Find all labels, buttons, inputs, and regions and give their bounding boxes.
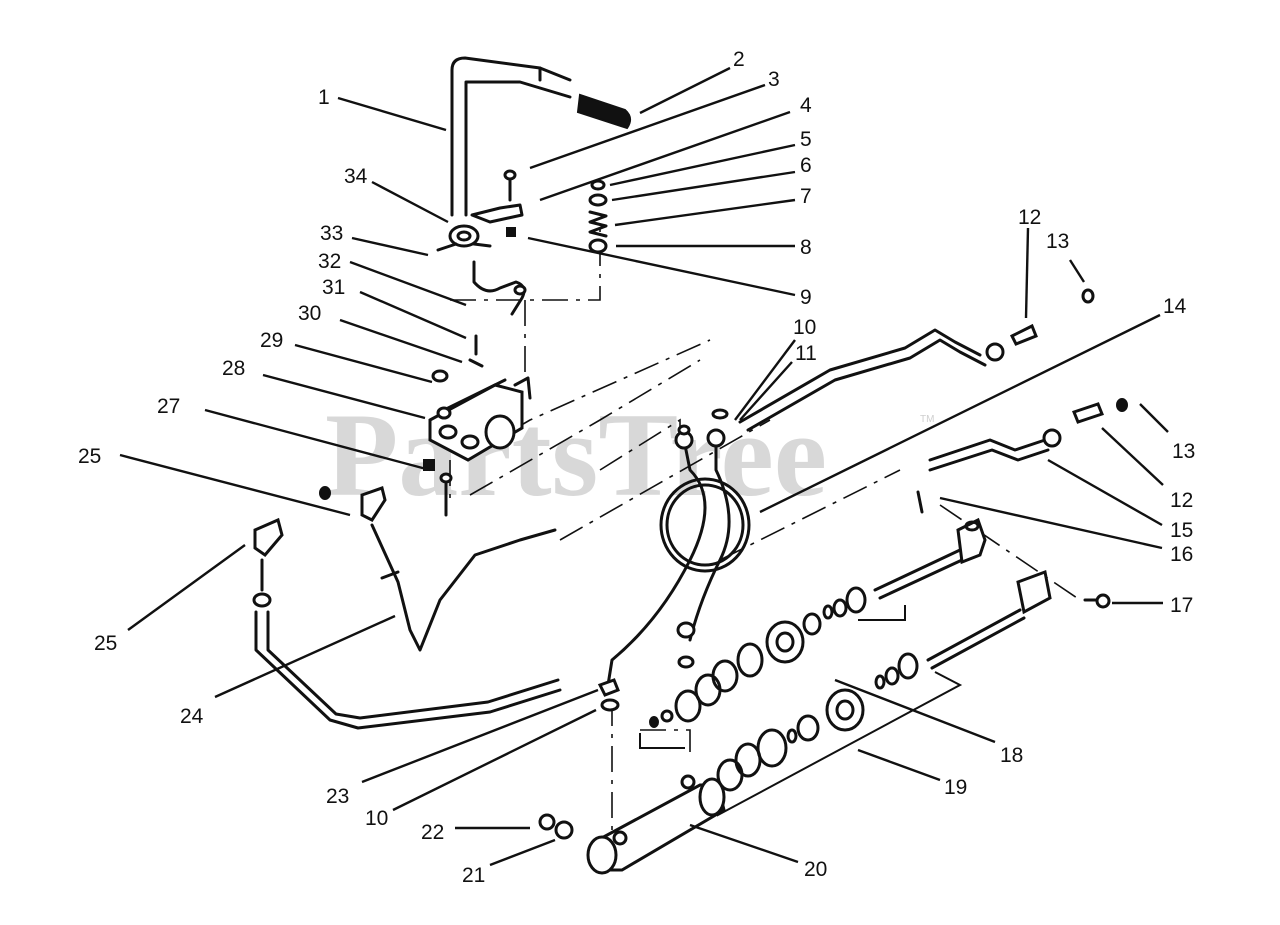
callout-30: 30 <box>298 302 321 325</box>
callout-2: 2 <box>733 48 745 71</box>
valve-fittings <box>319 459 453 522</box>
callout-17: 17 <box>1170 594 1193 617</box>
valve-body <box>428 369 532 462</box>
piston-rods <box>873 517 1052 670</box>
pin-clip <box>916 490 1111 609</box>
callout-13-upper: 13 <box>1046 230 1069 253</box>
callout-14: 14 <box>1163 295 1187 318</box>
seal-kit <box>649 586 919 792</box>
hydraulic-tube-right <box>928 398 1128 472</box>
spring-stack <box>588 179 608 254</box>
callout-11: 11 <box>795 342 817 365</box>
callout-labels: 1 2 3 4 5 6 7 8 9 10 11 12 13 14 13 12 1… <box>78 48 1195 887</box>
callout-9: 9 <box>800 286 812 309</box>
callout-22: 22 <box>421 821 444 844</box>
control-lever <box>450 56 572 217</box>
callout-31: 31 <box>322 276 345 299</box>
callout-13-lower: 13 <box>1172 440 1195 463</box>
callout-12-lower: 12 <box>1170 489 1193 512</box>
callout-10-lower: 10 <box>365 807 388 830</box>
callout-18: 18 <box>1000 744 1023 767</box>
callout-1: 1 <box>318 86 330 109</box>
lever-grip <box>576 93 631 130</box>
callout-5: 5 <box>800 128 812 151</box>
callout-16: 16 <box>1170 543 1193 566</box>
callout-24: 24 <box>180 705 204 728</box>
callout-20: 20 <box>804 858 827 881</box>
callout-33: 33 <box>320 222 343 245</box>
callout-25-lower: 25 <box>94 632 117 655</box>
callout-8: 8 <box>800 236 812 259</box>
callout-21: 21 <box>462 864 485 887</box>
leader-lines <box>119 66 1169 867</box>
hydraulic-hoses <box>597 408 751 712</box>
callout-4: 4 <box>800 94 812 117</box>
callout-3: 3 <box>768 68 780 91</box>
hydraulic-tube-left <box>370 523 557 652</box>
callout-28: 28 <box>222 357 245 380</box>
callout-10-upper: 10 <box>793 316 816 339</box>
hydraulic-tube-upper-right <box>738 288 1095 432</box>
callout-32: 32 <box>318 250 341 273</box>
callout-12-upper: 12 <box>1018 206 1041 229</box>
callout-19: 19 <box>944 776 967 799</box>
callout-25-upper: 25 <box>78 445 101 468</box>
watermark-trademark: TM <box>920 414 934 425</box>
callout-29: 29 <box>260 329 283 352</box>
callout-27: 27 <box>157 395 180 418</box>
callout-15: 15 <box>1170 519 1193 542</box>
linkage-parts <box>436 169 527 368</box>
hydraulic-cylinder <box>538 774 726 875</box>
callout-7: 7 <box>800 185 812 208</box>
callout-23: 23 <box>326 785 349 808</box>
hydraulic-tube-lower <box>252 517 562 730</box>
callout-34: 34 <box>344 165 368 188</box>
callout-6: 6 <box>800 154 812 177</box>
